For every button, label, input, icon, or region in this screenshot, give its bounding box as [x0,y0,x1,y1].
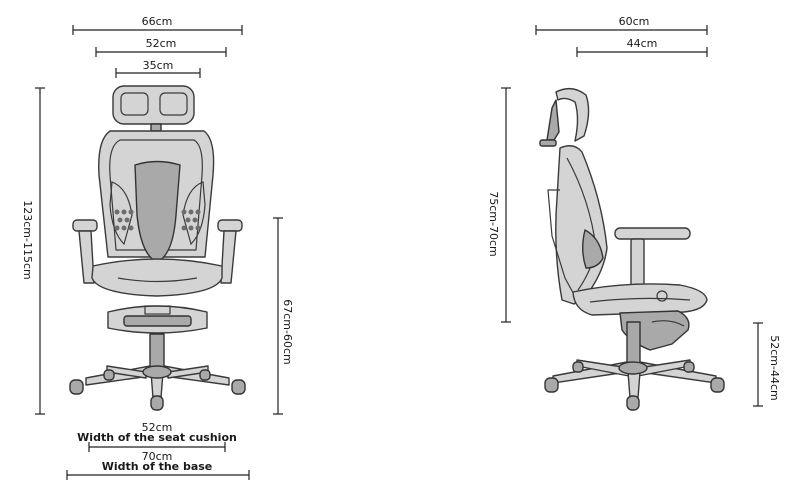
front-vent-holes-right [181,209,201,231]
side-seat-floor-height: 52cm-44cm [753,322,781,407]
side-depth-44-label: 44cm [627,37,658,50]
seat-floor-height-label: 52cm-44cm [768,335,781,401]
front-casters [69,369,246,411]
front-chair [69,85,246,411]
seat-height-label: 67cm-60cm [281,299,294,365]
side-depth-60-label: 60cm [619,15,650,28]
base-width: 70cm Width of the base [66,450,250,480]
side-headrest [539,87,590,147]
side-dim-60: 60cm [535,15,708,35]
front-armrest-left [72,219,98,284]
seat-cushion-width: 52cm Width of the seat cushion [77,421,237,452]
front-dim-66: 66cm [72,15,243,35]
front-mechanism [107,305,208,334]
front-width-35-label: 35cm [143,59,174,72]
total-height-label: 123cm-115cm [21,200,34,280]
seat-width-caption: Width of the seat cushion [77,431,237,444]
side-seat [572,283,708,316]
front-headrest [112,85,195,132]
front-dim-52: 52cm [95,37,227,57]
front-vent-holes-left [114,209,134,231]
side-chair [539,87,725,411]
side-backrest [547,145,608,305]
front-seat-height: 67cm-60cm [273,217,294,415]
side-casters [544,361,725,411]
base-width-value: 70cm [142,450,173,463]
base-width-caption: Width of the base [102,460,213,473]
side-back-height: 75cm-70cm [487,87,511,323]
front-backrest [98,130,215,263]
front-dim-35: 35cm [115,59,201,78]
side-dim-44: 44cm [576,37,708,57]
side-armrest [614,227,691,294]
front-width-66-label: 66cm [142,15,173,28]
front-total-height: 123cm-115cm [21,87,45,415]
front-width-52-label: 52cm [146,37,177,50]
front-seat [91,258,223,297]
seat-width-value: 52cm [142,421,173,434]
back-height-label: 75cm-70cm [487,191,500,257]
